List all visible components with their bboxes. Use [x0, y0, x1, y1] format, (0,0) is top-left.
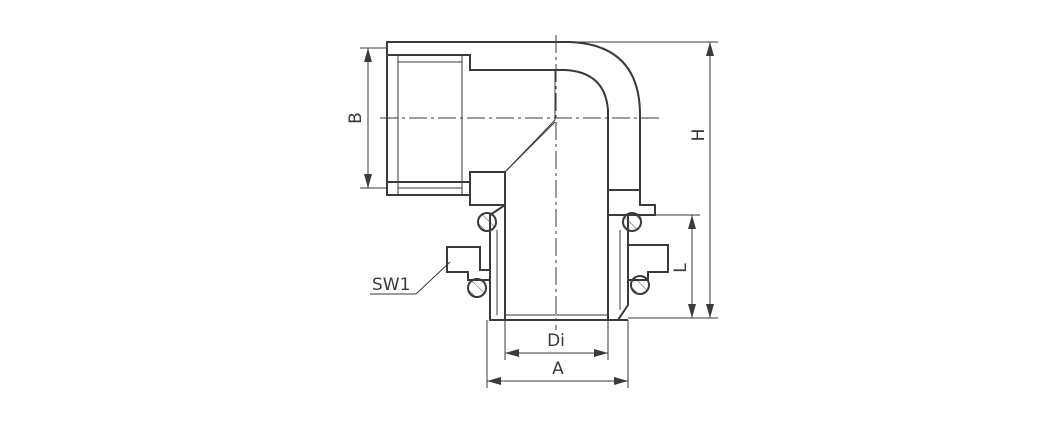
dimension-a: A: [486, 320, 629, 388]
dimension-a-label: A: [552, 359, 564, 379]
dimension-l-label: L: [671, 263, 691, 273]
dimension-l: L: [655, 214, 700, 318]
bore-diagonal: [504, 121, 556, 173]
lock-nut-right: [627, 244, 669, 281]
dimension-di-label: Di: [547, 331, 565, 351]
leader-sw1: SW1: [370, 261, 451, 295]
sw1-label: SW1: [372, 275, 410, 295]
elbow-top-wall: [386, 41, 641, 191]
lock-nut-left: [446, 246, 491, 281]
dimension-h: H: [570, 41, 718, 319]
dimension-h-label: H: [689, 129, 709, 142]
dimension-b-label: B: [346, 112, 366, 124]
dimension-di: Di: [504, 320, 609, 360]
dimension-b: B: [346, 47, 387, 189]
pipe-right-wall: [607, 214, 629, 321]
threaded-inlet: [386, 55, 471, 195]
elbow-right-step: [607, 189, 656, 216]
elbow-body: [386, 41, 656, 216]
